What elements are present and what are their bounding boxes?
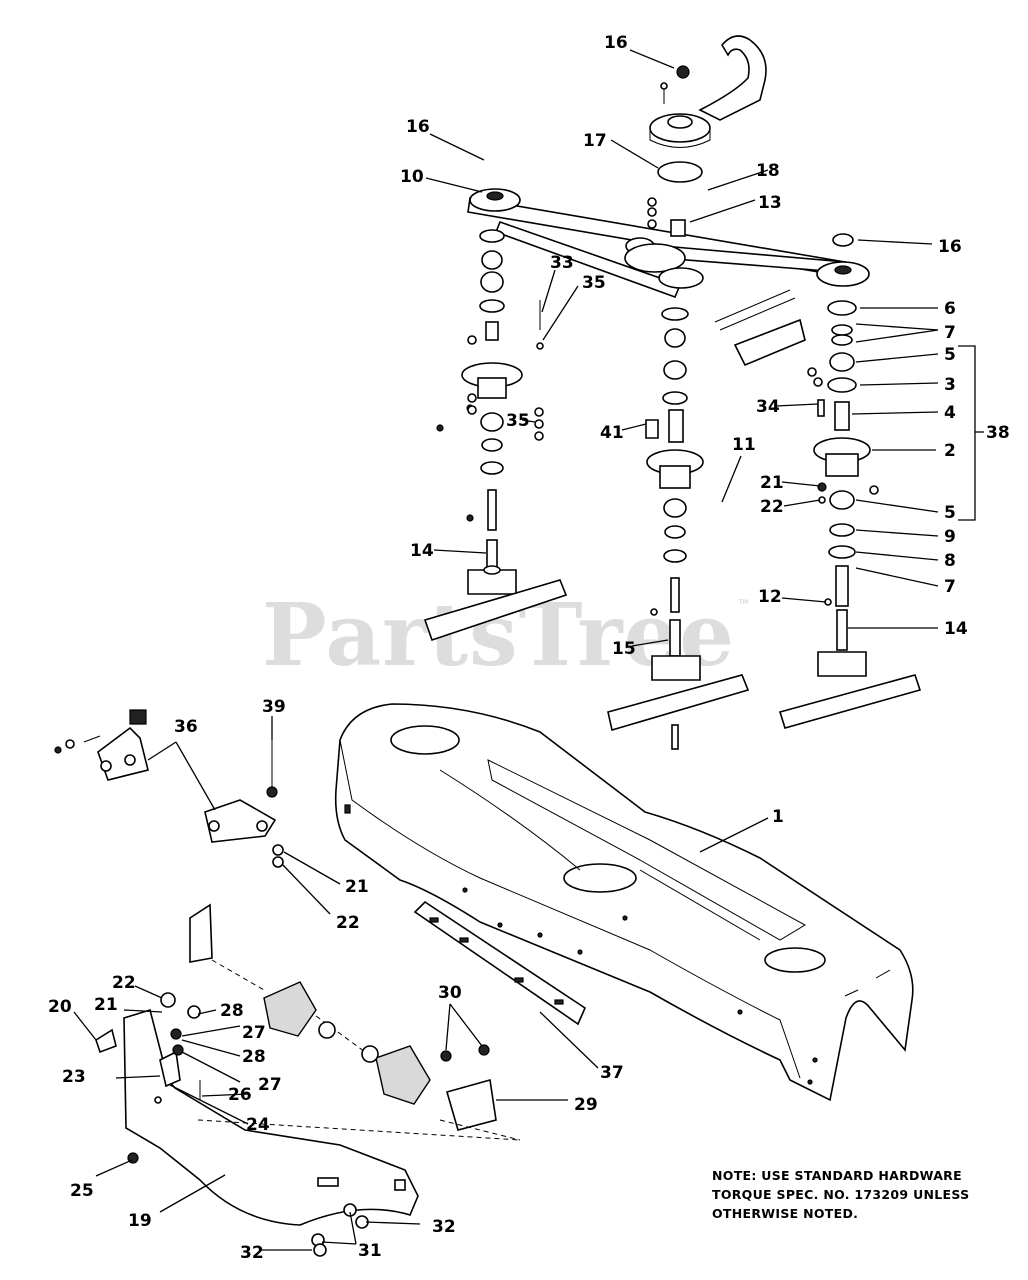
callout-14: 14 (944, 619, 968, 639)
callout-16: 16 (938, 237, 962, 257)
callout-5: 5 (944, 503, 956, 523)
callout-10: 10 (400, 167, 424, 187)
callout-31: 31 (358, 1241, 382, 1261)
callout-9: 9 (944, 527, 956, 547)
callout-15: 15 (612, 639, 636, 659)
callout-16: 16 (406, 117, 430, 137)
trademark-symbol: ™ (738, 598, 749, 610)
note-line-3: OTHERWISE NOTED. (712, 1206, 859, 1221)
left-spindle-stack (423, 188, 568, 642)
callout-27: 27 (258, 1075, 282, 1095)
callout-18: 18 (756, 161, 780, 181)
callout-38: 38 (986, 423, 1010, 443)
callout-4: 4 (944, 403, 956, 423)
callout-26: 26 (228, 1085, 252, 1105)
callout-21: 21 (760, 473, 784, 493)
callout-7: 7 (944, 323, 956, 343)
leader-lines (73, 49, 984, 1251)
callout-2: 2 (944, 441, 956, 461)
callout-27: 27 (242, 1023, 266, 1043)
callout-7: 7 (944, 577, 956, 597)
callout-22: 22 (112, 973, 136, 993)
callout-16: 16 (604, 33, 628, 53)
hanger-brackets (54, 709, 284, 868)
callout-24: 24 (246, 1115, 270, 1135)
callout-30: 30 (438, 983, 462, 1003)
callout-35: 35 (582, 273, 606, 293)
callout-6: 6 (944, 299, 956, 319)
idler-arm-assembly (649, 35, 767, 183)
callout-22: 22 (760, 497, 784, 517)
callout-29: 29 (574, 1095, 598, 1115)
mower-deck-housing (334, 703, 914, 1102)
roller-bracket-assembly (95, 903, 521, 1257)
callout-37: 37 (600, 1063, 624, 1083)
callout-28: 28 (220, 1001, 244, 1021)
callout-1: 1 (772, 807, 784, 827)
callout-19: 19 (128, 1211, 152, 1231)
callout-25: 25 (70, 1181, 94, 1201)
deck-baffle (413, 900, 587, 1026)
drive-belts (467, 197, 847, 299)
callout-20: 20 (48, 997, 72, 1017)
callout-14: 14 (410, 541, 434, 561)
torque-note: NOTE: USE STANDARD HARDWARE TORQUE SPEC.… (712, 1166, 1012, 1223)
callout-3: 3 (944, 375, 956, 395)
callout-36: 36 (174, 717, 198, 737)
callout-17: 17 (583, 131, 607, 151)
callout-numbers: 16 16 17 18 10 13 16 33 35 6 7 5 3 34 4 … (48, 33, 1010, 1263)
callout-41: 41 (600, 423, 624, 443)
right-spindle-stack (714, 233, 922, 729)
callout-21: 21 (94, 995, 118, 1015)
callout-22: 22 (336, 913, 360, 933)
note-line-2: TORQUE SPEC. NO. 173209 UNLESS (712, 1187, 970, 1202)
callout-39: 39 (262, 697, 286, 717)
note-line-1: NOTE: USE STANDARD HARDWARE (712, 1168, 962, 1183)
callout-8: 8 (944, 551, 956, 571)
callout-35: 35 (506, 411, 530, 431)
callout-23: 23 (62, 1067, 86, 1087)
callout-13: 13 (758, 193, 782, 213)
callout-12: 12 (758, 587, 782, 607)
callout-5: 5 (944, 345, 956, 365)
callout-11: 11 (732, 435, 756, 455)
callout-21: 21 (345, 877, 369, 897)
callout-28: 28 (242, 1047, 266, 1067)
callout-32: 32 (240, 1243, 264, 1263)
callout-32: 32 (432, 1217, 456, 1237)
callout-34: 34 (756, 397, 780, 417)
center-spindle-stack (607, 197, 750, 750)
callout-33: 33 (550, 253, 574, 273)
